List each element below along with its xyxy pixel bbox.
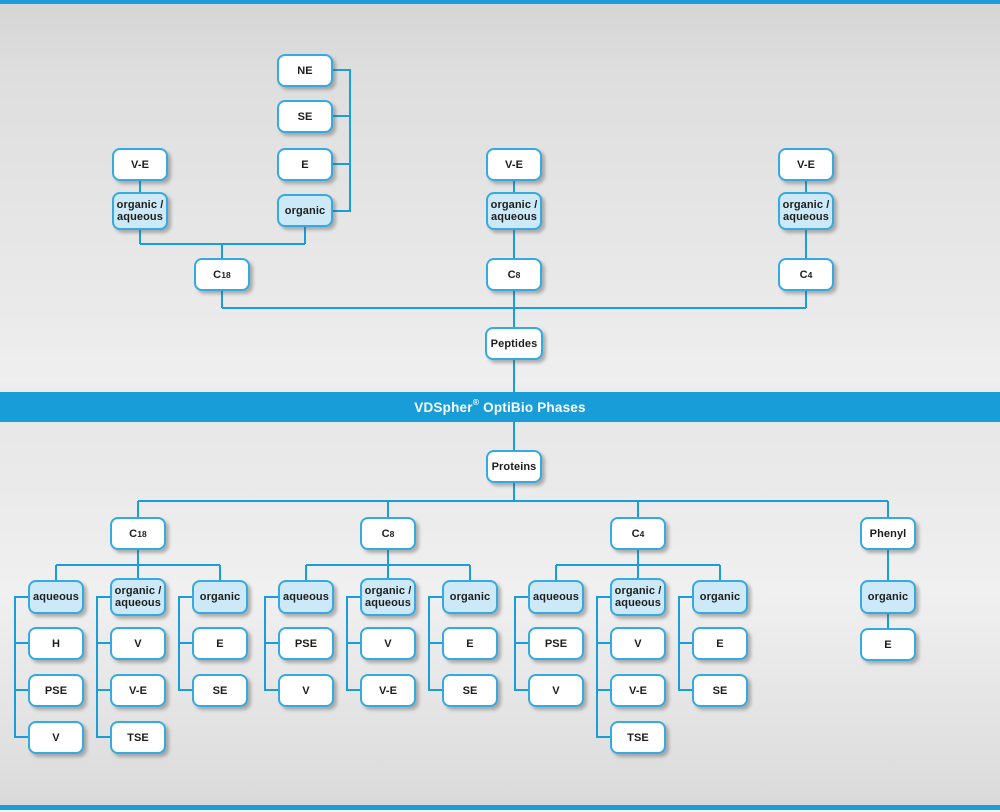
node-c18-bottom: C18	[110, 517, 166, 550]
node-c4-oa-ve: V-E	[610, 674, 666, 707]
node-orgaq-mid: organic / aqueous	[486, 192, 542, 230]
node-c18-aqueous: aqueous	[28, 580, 84, 614]
node-organic-top: organic	[277, 194, 333, 227]
node-c8-aq-v: V	[278, 674, 334, 707]
node-c8-organic: organic	[442, 580, 498, 614]
node-c18-orgaq: organic / aqueous	[110, 578, 166, 616]
node-c4-aqueous: aqueous	[528, 580, 584, 614]
node-c18-or-se: SE	[192, 674, 248, 707]
node-c8-orgaq: organic / aqueous	[360, 578, 416, 616]
node-orgaq-right: organic / aqueous	[778, 192, 834, 230]
node-c18-oa-tse: TSE	[110, 721, 166, 754]
node-c18-aq-h: H	[28, 627, 84, 660]
connector-line	[333, 69, 351, 212]
node-c8-oa-ve: V-E	[360, 674, 416, 707]
node-ne: NE	[277, 54, 333, 87]
top-accent-bar	[0, 0, 1000, 4]
node-c4-bottom: C4	[610, 517, 666, 550]
node-c18-aq-v: V	[28, 721, 84, 754]
node-c8-aqueous: aqueous	[278, 580, 334, 614]
connector-line	[596, 596, 610, 738]
node-c4-top: C4	[778, 258, 834, 291]
node-c4-aq-pse: PSE	[528, 627, 584, 660]
node-orgaq-left: organic / aqueous	[112, 192, 168, 230]
node-c8-aq-pse: PSE	[278, 627, 334, 660]
banner: VDSpher® OptiBio Phases	[0, 392, 1000, 422]
node-c4-organic: organic	[692, 580, 748, 614]
node-c4-aq-v: V	[528, 674, 584, 707]
node-c8-bottom: C8	[360, 517, 416, 550]
node-ve-right: V-E	[778, 148, 834, 181]
node-c18-aq-pse: PSE	[28, 674, 84, 707]
node-c18-organic: organic	[192, 580, 248, 614]
node-e-top: E	[277, 148, 333, 181]
bottom-accent-bar	[0, 805, 1000, 810]
node-phenyl-organic: organic	[860, 580, 916, 614]
node-c4-oa-tse: TSE	[610, 721, 666, 754]
node-phenyl: Phenyl	[860, 517, 916, 550]
node-c18-oa-ve: V-E	[110, 674, 166, 707]
node-proteins: Proteins	[486, 450, 542, 483]
node-c4-oa-v: V	[610, 627, 666, 660]
node-se: SE	[277, 100, 333, 133]
node-c8-or-se: SE	[442, 674, 498, 707]
node-peptides: Peptides	[485, 327, 543, 360]
node-c18-oa-v: V	[110, 627, 166, 660]
bottom-edge-strip	[0, 810, 1000, 812]
node-c8-or-e: E	[442, 627, 498, 660]
node-c4-orgaq: organic / aqueous	[610, 578, 666, 616]
connector-line	[14, 596, 28, 738]
node-ve-left: V-E	[112, 148, 168, 181]
node-c8-oa-v: V	[360, 627, 416, 660]
node-c18-or-e: E	[192, 627, 248, 660]
node-phenyl-e: E	[860, 628, 916, 661]
connector-line	[96, 596, 110, 738]
node-c4-or-e: E	[692, 627, 748, 660]
node-c4-or-se: SE	[692, 674, 748, 707]
banner-title: VDSpher® OptiBio Phases	[414, 397, 586, 415]
node-ve-mid: V-E	[486, 148, 542, 181]
node-c8-top: C8	[486, 258, 542, 291]
node-c18-top: C18	[194, 258, 250, 291]
